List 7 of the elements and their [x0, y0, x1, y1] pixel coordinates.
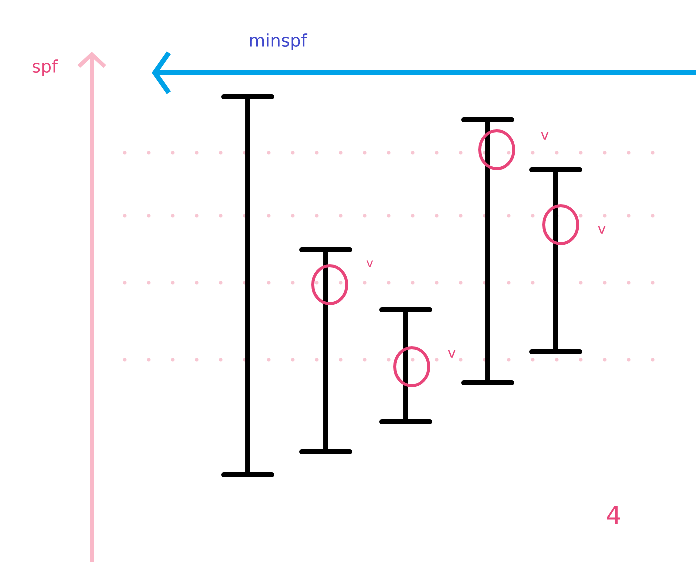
- handwritten-label: spf: [32, 60, 58, 76]
- handwritten-label: v: [366, 260, 374, 268]
- handwritten-label: 4: [607, 506, 620, 524]
- handwritten-label: v: [541, 132, 549, 140]
- handwritten-label: minspf: [250, 34, 308, 50]
- handwritten-label: v: [448, 350, 456, 358]
- handwritten-label: v: [598, 226, 606, 234]
